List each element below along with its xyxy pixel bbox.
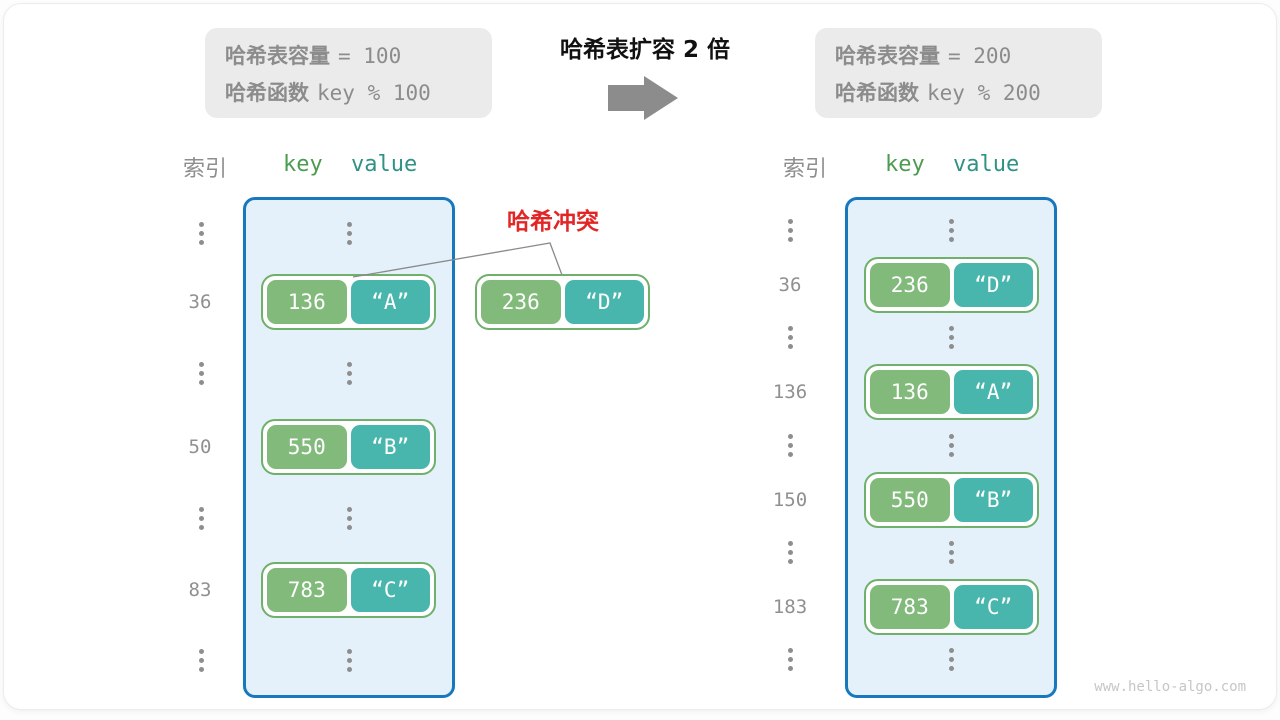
- capacity-box-after: 哈希表容量 = 200 哈希函数 key % 200: [815, 28, 1102, 118]
- kv-pair-550-B: 550 “B”: [864, 472, 1039, 528]
- value-cell: “D”: [953, 263, 1033, 307]
- key-cell: 550: [870, 478, 950, 522]
- hash-function-label: 哈希函数: [835, 80, 919, 105]
- arrow-right-icon: [608, 76, 678, 120]
- left-bucket-ellipsis: [343, 362, 355, 385]
- right-index-183: 183: [772, 596, 808, 618]
- right-index-ellipsis: [784, 219, 796, 242]
- capacity-value: = 100: [338, 43, 402, 68]
- value-cell: “C”: [350, 568, 430, 612]
- value-cell: “C”: [953, 585, 1033, 629]
- right-bucket-ellipsis: [945, 541, 957, 564]
- capacity-label: 哈希表容量: [835, 43, 940, 68]
- left-key-header: key: [283, 152, 323, 177]
- key-cell: 236: [481, 280, 561, 324]
- kv-pair-136-A: 136 “A”: [261, 274, 436, 330]
- collision-label: 哈希冲突: [507, 209, 599, 235]
- right-index-150: 150: [772, 489, 808, 511]
- hash-function-value: key % 100: [317, 80, 431, 105]
- capacity-line: 哈希表容量 = 100: [225, 40, 492, 70]
- right-bucket-ellipsis: [945, 434, 957, 457]
- right-bucket-ellipsis: [945, 326, 957, 349]
- kv-pair-236-D-colliding: 236 “D”: [475, 274, 650, 330]
- left-index-ellipsis: [195, 222, 207, 245]
- capacity-label: 哈希表容量: [225, 43, 330, 68]
- value-cell: “A”: [350, 280, 430, 324]
- key-cell: 136: [870, 370, 950, 414]
- kv-pair-136-A: 136 “A”: [864, 364, 1039, 420]
- left-index-ellipsis: [195, 507, 207, 530]
- right-bucket-ellipsis: [945, 219, 957, 242]
- right-index-header: 索引: [783, 157, 828, 182]
- right-index-ellipsis: [784, 434, 796, 457]
- right-index-ellipsis: [784, 326, 796, 349]
- left-value-header: value: [351, 152, 418, 177]
- left-index-36: 36: [188, 291, 212, 313]
- value-cell: “D”: [564, 280, 644, 324]
- left-bucket-ellipsis: [343, 507, 355, 530]
- right-bucket-ellipsis: [945, 648, 957, 671]
- expansion-title: 哈希表扩容 2 倍: [559, 37, 731, 63]
- right-index-ellipsis: [784, 648, 796, 671]
- left-bucket-ellipsis: [343, 222, 355, 245]
- left-index-50: 50: [188, 436, 212, 458]
- right-index-36: 36: [778, 274, 802, 296]
- kv-pair-236-D: 236 “D”: [864, 257, 1039, 313]
- card-background: [3, 3, 1277, 710]
- capacity-box-before: 哈希表容量 = 100 哈希函数 key % 100: [205, 28, 492, 118]
- right-index-ellipsis: [784, 541, 796, 564]
- kv-pair-783-C: 783 “C”: [864, 579, 1039, 635]
- capacity-line: 哈希表容量 = 200: [835, 40, 1102, 70]
- arrow-head: [644, 76, 678, 120]
- left-index-ellipsis: [195, 649, 207, 672]
- hash-function-value: key % 200: [927, 80, 1041, 105]
- hash-function-line: 哈希函数 key % 100: [225, 77, 492, 107]
- key-cell: 550: [267, 425, 347, 469]
- key-cell: 783: [267, 568, 347, 612]
- value-cell: “B”: [953, 478, 1033, 522]
- key-cell: 236: [870, 263, 950, 307]
- capacity-value: = 200: [948, 43, 1012, 68]
- arrow-shaft: [608, 85, 646, 111]
- kv-pair-783-C: 783 “C”: [261, 562, 436, 618]
- key-cell: 136: [267, 280, 347, 324]
- key-cell: 783: [870, 585, 950, 629]
- hash-function-label: 哈希函数: [225, 80, 309, 105]
- value-cell: “A”: [953, 370, 1033, 414]
- hash-function-line: 哈希函数 key % 200: [835, 77, 1102, 107]
- site-watermark: www.hello-algo.com: [1094, 679, 1246, 695]
- left-bucket-ellipsis: [343, 649, 355, 672]
- left-index-83: 83: [188, 579, 212, 601]
- right-key-header: key: [885, 152, 925, 177]
- left-index-ellipsis: [195, 362, 207, 385]
- left-index-header: 索引: [183, 157, 228, 182]
- right-index-136: 136: [772, 381, 808, 403]
- kv-pair-550-B: 550 “B”: [261, 419, 436, 475]
- value-cell: “B”: [350, 425, 430, 469]
- right-value-header: value: [953, 152, 1020, 177]
